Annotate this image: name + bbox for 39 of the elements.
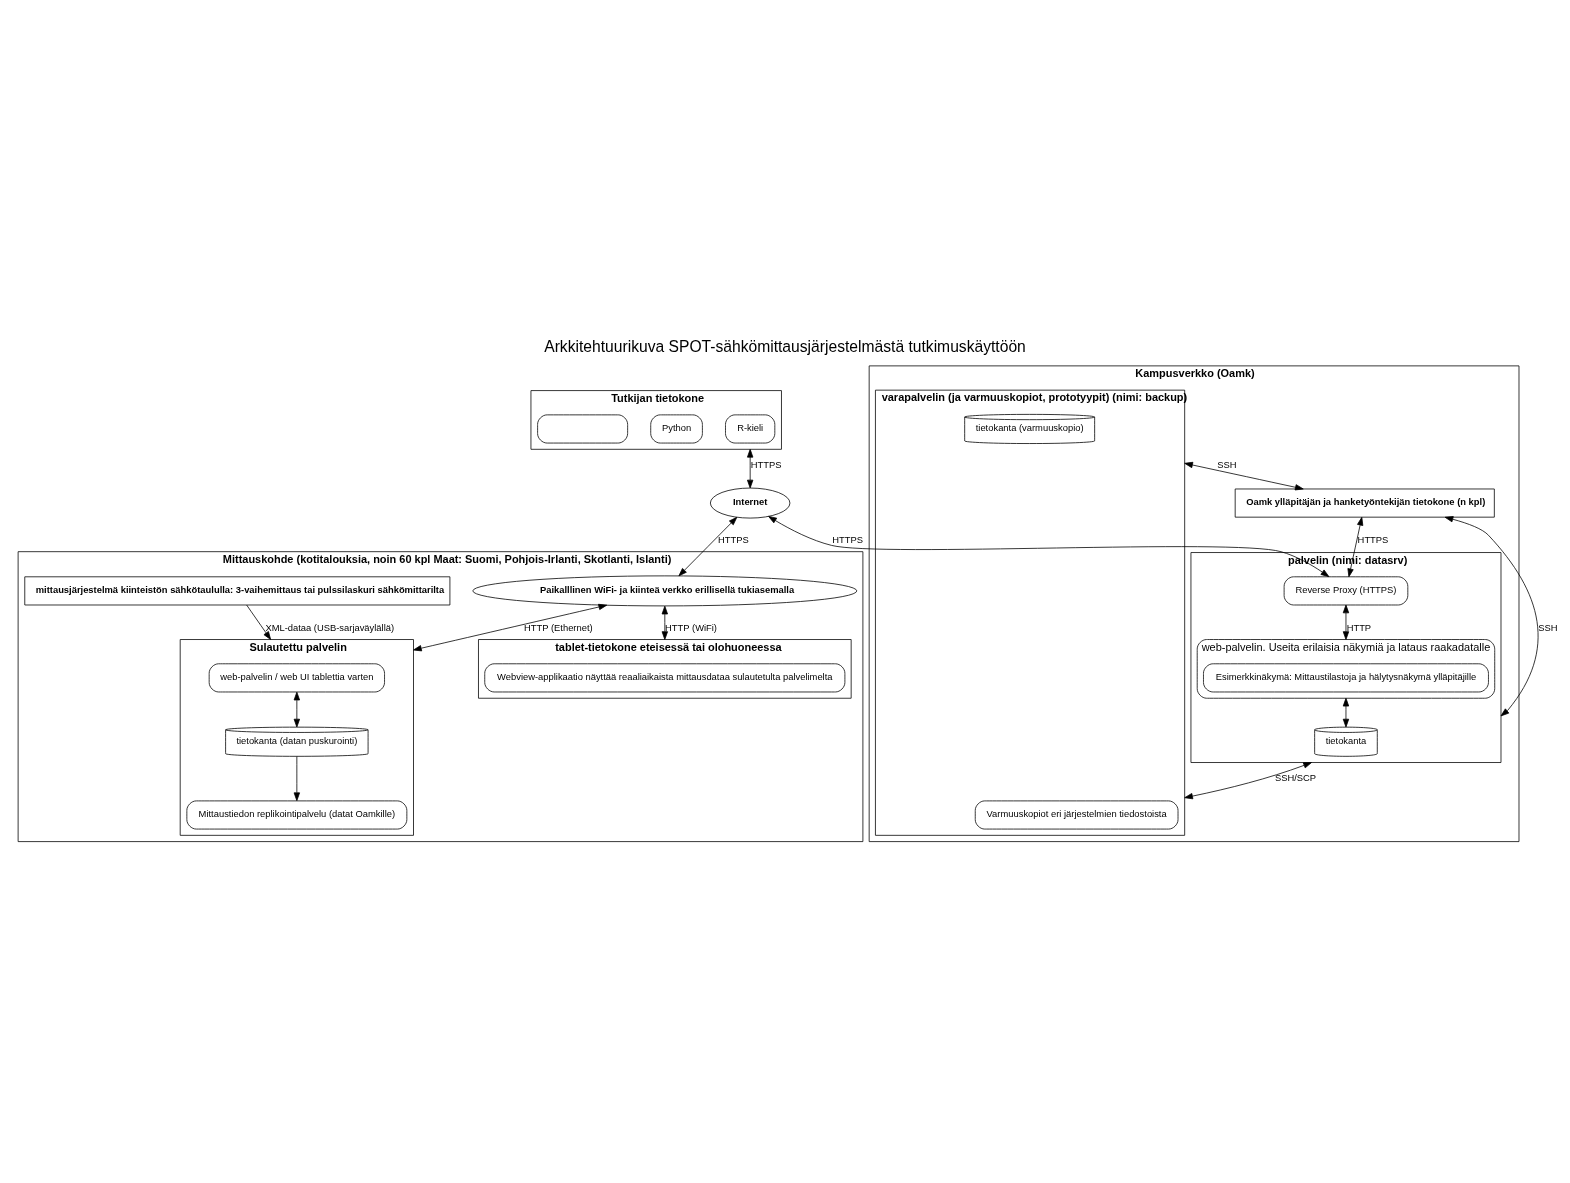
arrow: [1347, 516, 1364, 577]
edge-label: SSH/SCP: [1274, 771, 1317, 783]
edge-label: HTTPS: [717, 533, 749, 545]
node-box: Oamk ylläpitäjän ja hanketyöntekijän tietokone (n kpl): [1234, 488, 1495, 518]
node-box: Mittaustiedon replikointipalvelu (datat Oamkille): [186, 800, 408, 829]
node-box: Webview-applikaatio näyttää reaaliaikaista mittausdataa sulautetulta palvelimelta: [484, 662, 846, 692]
node-ellipse: Internet: [710, 487, 791, 518]
arrow: [413, 603, 608, 651]
arrow: [1342, 604, 1350, 640]
node-box: [537, 413, 628, 443]
node-box: Varmuuskopiot eri järjestelmien tiedostoista: [974, 800, 1179, 829]
arrow: [1342, 697, 1350, 727]
edge-label: HTTP (Ethernet): [524, 621, 593, 633]
edge-label: HTTPS: [750, 458, 782, 470]
arrow: [1184, 761, 1312, 799]
arrow: [678, 516, 738, 576]
arrow: [768, 515, 1330, 577]
arrow: [246, 604, 272, 640]
node-ellipse: Paikalllinen WiFi- ja kiinteä verkko erillisellä tukiasemalla: [472, 575, 858, 606]
arrow: [661, 605, 668, 640]
arrow: [747, 448, 754, 488]
diagram-title: Arkkitehtuurikuva SPOT-sähkömittausjärjestelmästä tutkimuskäyttöön: [544, 337, 1026, 355]
arrow: [1184, 461, 1304, 490]
node-box: mittausjärjestelmä kiinteistön sähkötaululla: 3-vaihemittaus tai pulssilaskuri sähkömittarilta: [24, 575, 451, 605]
arrow: [293, 755, 300, 801]
arrow: [293, 691, 300, 727]
edge-label: HTTP: [1346, 621, 1372, 633]
node-box: Python: [650, 413, 703, 443]
node-box: Esimerkkinäkymä: Mittaustilastoja ja hälytysnäkymä ylläpitäjille: [1203, 662, 1489, 692]
node-box: R-kieli: [725, 413, 776, 443]
edge-label: XML-dataa (USB-sarjaväylällä): [265, 621, 395, 633]
arrow: [1444, 515, 1539, 716]
node-box: Reverse Proxy (HTTPS): [1283, 575, 1409, 605]
edge-label: SSH: [1538, 621, 1558, 633]
edge-label: SSH: [1217, 458, 1237, 470]
edge-label: HTTPS: [1357, 533, 1389, 545]
edge-label: HTTP (WiFi): [665, 621, 717, 633]
edge-label: HTTPS: [832, 533, 863, 545]
node-box: web-palvelin / web UI tablettia varten: [208, 662, 385, 692]
